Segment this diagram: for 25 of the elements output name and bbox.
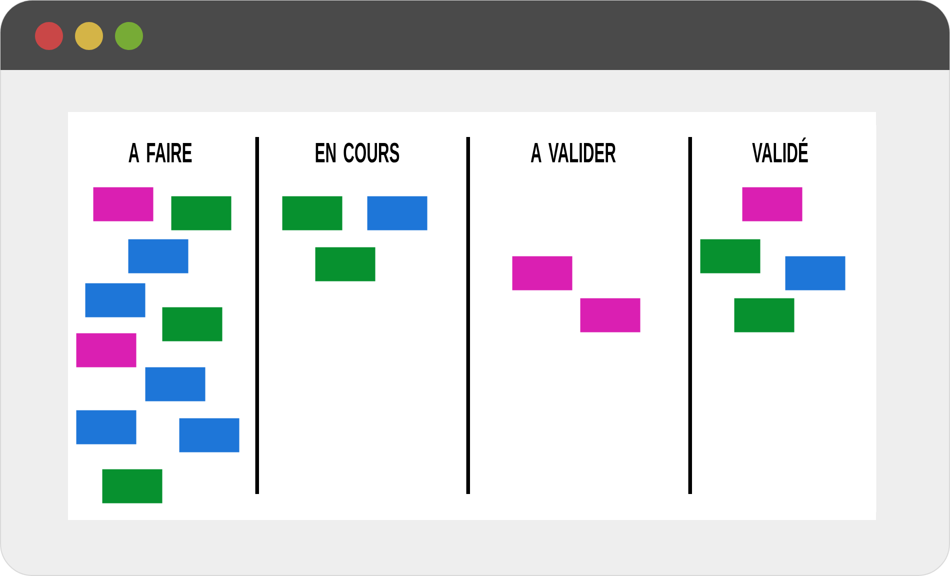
sticky-note — [76, 333, 136, 368]
sticky-note — [282, 196, 342, 230]
sticky-note — [367, 196, 428, 230]
sticky-note — [785, 256, 846, 290]
node-label: A FAIRE — [128, 143, 192, 162]
sticky-note — [85, 283, 146, 318]
node-label: A VALIDER — [530, 143, 616, 162]
sticky-note — [742, 187, 802, 222]
sticky-note — [145, 367, 206, 402]
sticky-note — [315, 247, 376, 282]
node-label: EN COURS — [316, 142, 400, 163]
sticky-note — [102, 469, 162, 504]
sticky-note — [162, 307, 222, 342]
sticky-note — [128, 239, 188, 274]
sticky-note — [171, 196, 232, 230]
sticky-note — [76, 410, 136, 444]
sticky-note — [700, 239, 760, 274]
sticky-note — [512, 256, 572, 290]
sticky-note — [179, 418, 240, 452]
kanban-column: A VALIDER — [470, 125, 688, 512]
sticky-note — [734, 298, 794, 332]
kanban-column: EN COURS — [259, 125, 466, 512]
node-label: VALIDÉ — [752, 137, 808, 162]
sticky-note — [93, 187, 154, 222]
sticky-note — [580, 298, 640, 332]
